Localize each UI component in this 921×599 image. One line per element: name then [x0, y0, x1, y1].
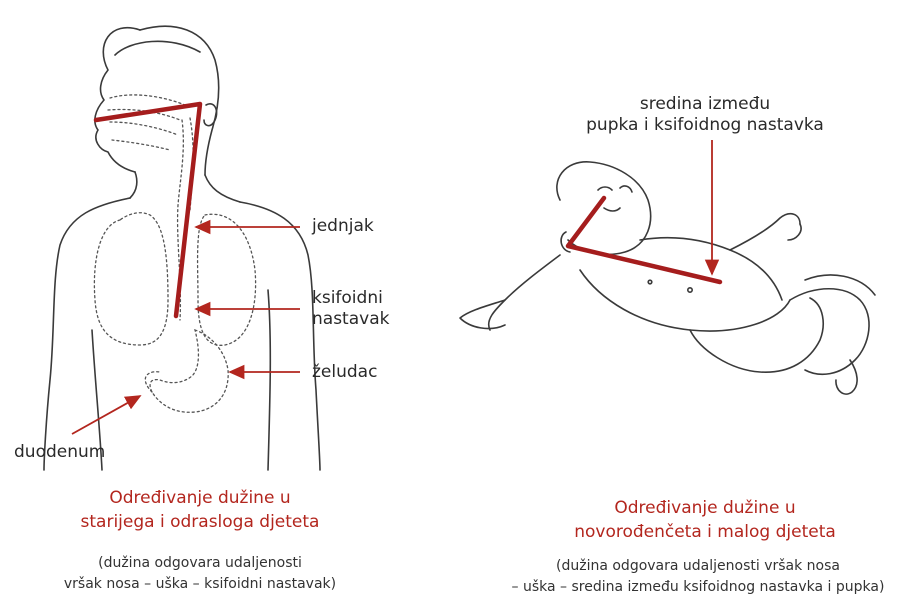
- measurement-line-left: [96, 104, 200, 316]
- caption-title-right-line1: Određivanje dužine u: [545, 496, 865, 520]
- caption-note-right: (dužina odgovara udaljenosti vršak nosa …: [480, 556, 916, 598]
- caption-title-right-line2: novorođenčeta i malog djeteta: [545, 520, 865, 544]
- label-midpoint-line2: pupka i ksifoidnog nastavka: [575, 115, 835, 136]
- label-xiphoid: ksifoidni nastavak: [312, 288, 389, 330]
- label-midpoint-line1: sredina između: [575, 94, 835, 115]
- label-stomach: želudac: [312, 362, 377, 383]
- caption-title-left: Određivanje dužine u starijega i odraslo…: [40, 486, 360, 534]
- label-duodenum: duodenum: [14, 442, 105, 463]
- caption-note-left: (dužina odgovara udaljenosti vršak nosa …: [20, 553, 380, 595]
- baby-body-outline: [460, 162, 875, 394]
- caption-title-right: Određivanje dužine u novorođenčeta i mal…: [545, 496, 865, 544]
- airway-and-organs-outline: [94, 95, 255, 412]
- label-xiphoid-line2: nastavak: [312, 309, 389, 330]
- caption-note-right-line2: – uška – sredina između ksifoidnog nasta…: [480, 577, 916, 598]
- pointer-duodenum: [72, 396, 140, 434]
- caption-note-left-line2: vršak nosa – uška – ksifoidni nastavak): [20, 574, 380, 595]
- caption-title-left-line2: starijega i odrasloga djeteta: [40, 510, 360, 534]
- label-midpoint: sredina između pupka i ksifoidnog nastav…: [575, 94, 835, 136]
- caption-note-right-line1: (dužina odgovara udaljenosti vršak nosa: [480, 556, 916, 577]
- caption-title-left-line1: Određivanje dužine u: [40, 486, 360, 510]
- label-esophagus: jednjak: [312, 216, 374, 237]
- caption-note-left-line1: (dužina odgovara udaljenosti: [20, 553, 380, 574]
- label-xiphoid-line1: ksifoidni: [312, 288, 389, 309]
